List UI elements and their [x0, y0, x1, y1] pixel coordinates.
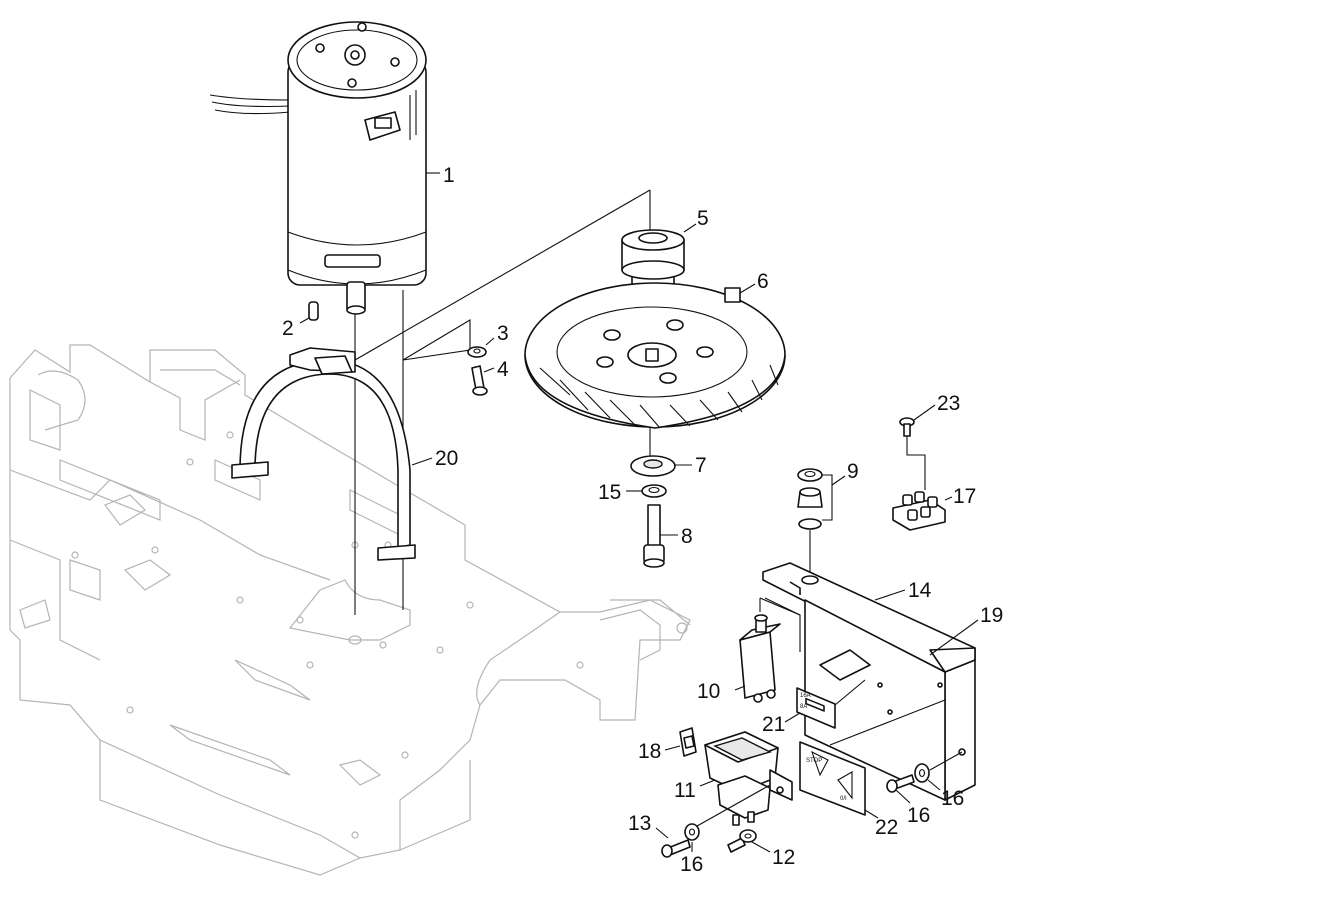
washer-15 [641, 484, 667, 498]
callout-8: 8 [681, 525, 693, 548]
terminal-screw [899, 417, 915, 437]
screw-4 [471, 365, 488, 396]
switch-cover [679, 727, 697, 757]
callout-23: 22 [875, 816, 898, 839]
mounting-strap [231, 347, 416, 561]
leader-10 [734, 685, 746, 691]
leader-12 [751, 841, 771, 853]
assembly-line-24 [906, 436, 926, 490]
callout-4: 4 [497, 358, 509, 381]
leader-2 [299, 317, 310, 324]
callout-14: 14 [908, 579, 932, 602]
callout-13: 13 [628, 812, 651, 835]
screw-13 [661, 839, 691, 858]
leader-11 [699, 779, 716, 787]
callout-3: 3 [497, 322, 509, 345]
leader-3 [485, 337, 495, 346]
assembly-line-16 [929, 751, 963, 771]
assembly-line-23 [829, 699, 946, 746]
chassis-frame [9, 344, 691, 876]
callout-22: 21 [762, 713, 785, 736]
callout-7: 7 [695, 454, 707, 477]
push-switch [704, 731, 793, 826]
leader-14 [874, 589, 906, 601]
sticker-text-2: 0/I [840, 796, 847, 802]
callout-10: 10 [697, 680, 720, 703]
callout-16-right: 16 [941, 787, 964, 810]
cable-eyelet [727, 829, 757, 853]
leader-22 [784, 679, 866, 723]
plate-line-1: 16A [800, 693, 811, 699]
callout-16-left: 16 [680, 853, 703, 876]
leader-20 [929, 619, 979, 656]
callout-20: 19 [980, 604, 1003, 627]
callout-15: 15 [598, 481, 621, 504]
callout-5: 5 [697, 207, 709, 230]
leader-9 [831, 475, 846, 486]
control-panel-bracket [762, 562, 976, 801]
terminal-block [892, 491, 946, 531]
callout-2: 2 [282, 317, 294, 340]
warning-sticker: STOP 0/I [799, 741, 866, 816]
spacer-7 [630, 455, 676, 477]
callout-1: 1 [443, 164, 455, 187]
leader-18 [944, 496, 953, 501]
leader-24 [913, 404, 936, 421]
washer-16-right [914, 763, 930, 783]
motor [209, 21, 427, 315]
leader-16-right [927, 779, 941, 791]
leader-13 [655, 827, 669, 839]
shaft-key [308, 301, 319, 321]
indicator-lamp [797, 468, 823, 530]
washer-16-left [684, 823, 700, 841]
plate-line-2: 8A [800, 704, 807, 710]
leader-6 [739, 283, 756, 294]
assembly-line-11 [689, 784, 771, 831]
leader-23 [864, 809, 879, 819]
leader-21 [411, 457, 433, 466]
leader-5 [683, 223, 697, 233]
leader-4 [483, 367, 495, 373]
bracket-9 [822, 474, 833, 521]
circuit-breaker [739, 597, 801, 703]
callout-9: 9 [847, 460, 859, 483]
callout-19: 18 [638, 740, 661, 763]
callout-12: 12 [772, 846, 795, 869]
callout-21: 20 [435, 447, 458, 470]
rating-plate: 16A 8A [796, 687, 836, 729]
screw-17 [886, 774, 915, 793]
callout-6: 6 [757, 270, 769, 293]
callout-18: 17 [953, 485, 976, 508]
fan-impeller [524, 282, 786, 429]
sticker-text-1: STOP [806, 758, 822, 764]
callout-17: 16 [907, 804, 930, 827]
leader-17 [895, 789, 911, 804]
bolt-8 [643, 504, 665, 568]
callout-24: 23 [937, 392, 960, 415]
washer-3 [467, 346, 487, 358]
callout-11: 11 [674, 779, 696, 802]
leader-19 [664, 745, 681, 751]
